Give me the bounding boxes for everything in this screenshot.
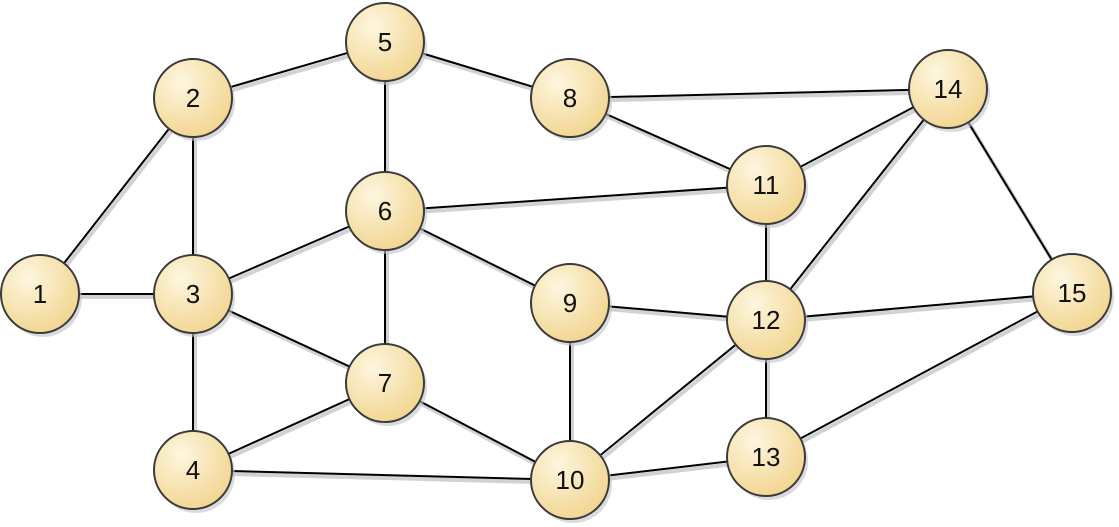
node-4: 4 xyxy=(153,430,235,513)
node-label-8: 8 xyxy=(563,83,577,113)
node-label-11: 11 xyxy=(753,170,780,200)
edge-shadow-12-15 xyxy=(766,294,1076,325)
edge-12-14 xyxy=(765,88,949,321)
node-11: 11 xyxy=(726,145,808,228)
node-5: 5 xyxy=(345,2,427,85)
node-3: 3 xyxy=(153,254,235,337)
node-label-6: 6 xyxy=(378,196,392,226)
node-2: 2 xyxy=(153,58,235,141)
node-label-4: 4 xyxy=(186,455,200,485)
node-8: 8 xyxy=(530,58,612,141)
node-12: 12 xyxy=(726,280,808,363)
node-label-10: 10 xyxy=(556,465,585,495)
edge-shadow-4-10 xyxy=(193,471,574,485)
node-circle-2 xyxy=(153,58,233,138)
node-7: 7 xyxy=(345,343,427,426)
node-circle-7 xyxy=(345,343,425,423)
node-label-7: 7 xyxy=(378,368,392,398)
edge-shadow-8-14 xyxy=(570,90,952,103)
edge-shadow-12-14 xyxy=(766,90,952,325)
node-circle-15 xyxy=(1032,253,1112,333)
node-label-14: 14 xyxy=(934,74,963,104)
node-9: 9 xyxy=(530,263,612,346)
node-circle-10 xyxy=(530,440,610,520)
node-label-2: 2 xyxy=(186,83,200,113)
node-label-12: 12 xyxy=(752,305,781,335)
edge-1-2 xyxy=(39,97,194,295)
node-13: 13 xyxy=(726,417,808,500)
edge-4-10 xyxy=(192,469,571,481)
edge-shadow-13-15 xyxy=(766,294,1076,462)
node-label-1: 1 xyxy=(33,279,47,309)
node-label-9: 9 xyxy=(563,288,577,318)
node-14: 14 xyxy=(908,49,990,132)
node-label-3: 3 xyxy=(186,279,200,309)
edge-12-15 xyxy=(765,292,1073,321)
node-circle-3 xyxy=(153,254,233,334)
node-1: 1 xyxy=(0,254,82,337)
edge-shadow-6-11 xyxy=(385,186,770,216)
node-circle-11 xyxy=(726,145,806,225)
node-15: 15 xyxy=(1032,253,1114,336)
node-6: 6 xyxy=(345,171,427,254)
node-circle-4 xyxy=(153,430,233,510)
node-circle-8 xyxy=(530,58,610,138)
node-circle-13 xyxy=(726,417,806,497)
node-label-5: 5 xyxy=(378,27,392,57)
node-circle-12 xyxy=(726,280,806,360)
node-circle-9 xyxy=(530,263,610,343)
node-circle-5 xyxy=(345,2,425,82)
edge-13-15 xyxy=(765,292,1073,458)
node-circle-1 xyxy=(0,254,80,334)
node-circle-14 xyxy=(908,49,988,129)
node-10: 10 xyxy=(530,440,612,523)
edge-8-14 xyxy=(569,88,949,99)
edge-10-12 xyxy=(569,319,767,481)
node-circle-6 xyxy=(345,171,425,251)
edge-6-11 xyxy=(384,184,767,212)
node-label-15: 15 xyxy=(1058,278,1087,308)
edge-shadow-10-12 xyxy=(570,321,770,485)
node-label-13: 13 xyxy=(752,442,781,472)
edge-shadow-1-2 xyxy=(40,99,197,299)
